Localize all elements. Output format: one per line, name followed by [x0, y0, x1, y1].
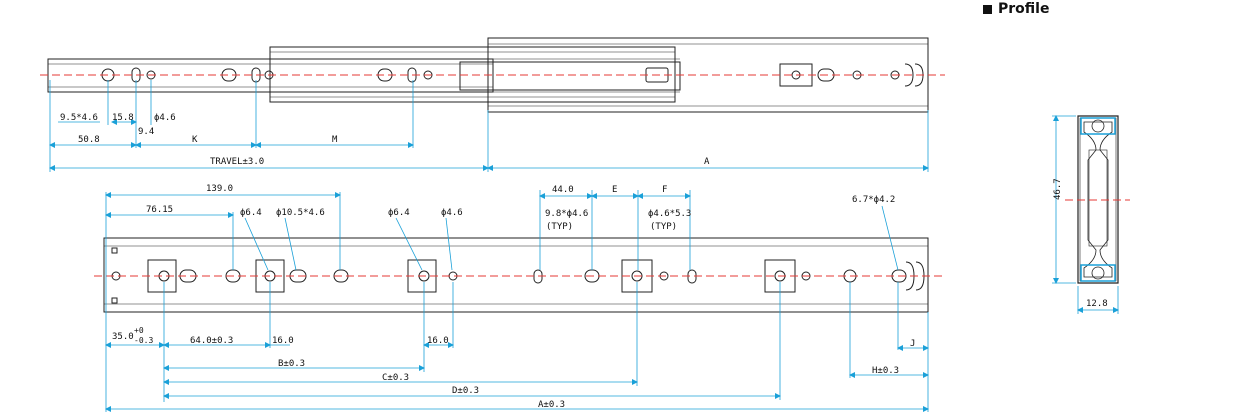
dim-A-bottom: A±0.3: [538, 400, 565, 410]
dim-D: D±0.3: [452, 386, 479, 396]
dim-typ-1: (TYP): [546, 222, 573, 232]
dim-35-0-tol-plus: +0: [134, 326, 144, 335]
dim-slot-9-8x4-6: 9.8*ϕ4.6: [545, 209, 588, 219]
dim-139-0: 139.0: [206, 184, 233, 194]
dim-slot-9-5x4-6: 9.5*4.6: [60, 113, 98, 123]
square-bullet-icon: [983, 4, 992, 14]
dim-C: C±0.3: [382, 373, 409, 383]
bottom-dimensions: [105, 190, 929, 412]
profile-height-label: 46.7: [1053, 178, 1063, 200]
dim-35-0: 35.0: [112, 332, 134, 342]
outer-slot-frame: [779, 63, 813, 87]
dim-A-top: A: [704, 157, 710, 167]
profile-dimensions: [1052, 115, 1119, 314]
dim-M: M: [332, 135, 338, 145]
hole-group-frame: [407, 259, 437, 293]
dim-64-0: 64.0±0.3: [190, 336, 233, 346]
bottom-view: [103, 237, 929, 313]
profile-outline: [1077, 115, 1119, 284]
dim-44-0: 44.0: [552, 185, 574, 195]
dim-hole-4-6: ϕ4.6: [154, 113, 176, 123]
profile-header: Profile: [983, 0, 1049, 18]
hole-group-frame: [764, 259, 796, 293]
dim-hole-6-4-b: ϕ6.4: [388, 208, 410, 218]
dim-typ-2: (TYP): [650, 222, 677, 232]
dim-E: E: [612, 185, 617, 195]
profile-title: Profile: [998, 1, 1050, 17]
dim-16-0-a: 16.0: [272, 336, 294, 346]
dim-H: H±0.3: [872, 366, 899, 376]
hole-group-frame: [621, 259, 653, 293]
profile-section: [1077, 115, 1119, 284]
dim-76-15: 76.15: [146, 205, 173, 215]
dim-16-0-b: 16.0: [427, 336, 449, 346]
dim-slot-6-7x4-2: 6.7*ϕ4.2: [852, 195, 895, 205]
dim-J: J: [910, 339, 915, 349]
dim-hole-4-6: ϕ4.6: [441, 208, 463, 218]
dim-K: K: [192, 135, 198, 145]
dim-hole-6-4-a: ϕ6.4: [240, 208, 262, 218]
dim-slot-4-6x5-3: ϕ4.6*5.3: [648, 209, 691, 219]
dim-travel: TRAVEL±3.0: [210, 157, 264, 167]
dim-slot-10-5x4-6: ϕ10.5*4.6: [276, 208, 325, 218]
ball-retainer: [459, 61, 681, 91]
dim-50-8: 50.8: [78, 135, 100, 145]
dim-B: B±0.3: [278, 359, 305, 369]
dim-9-4: 9.4: [138, 127, 154, 137]
top-dimensions: [49, 80, 929, 172]
hole-group-frame: [255, 259, 285, 293]
dim-15-8: 15.8: [112, 113, 134, 123]
dim-F: F: [662, 185, 667, 195]
rail-body: [103, 237, 929, 313]
dim-35-0-tol-minus: -0.3: [134, 336, 153, 345]
hole-group-frame: [147, 259, 177, 293]
profile-width-label: 12.8: [1086, 299, 1108, 309]
